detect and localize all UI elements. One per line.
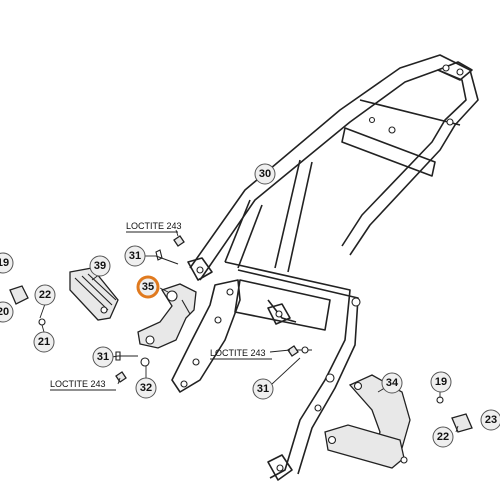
svg-text:20: 20 bbox=[0, 306, 9, 318]
svg-text:23: 23 bbox=[485, 414, 497, 426]
loctite-notes: LOCTITE 243 LOCTITE 243 LOCTITE 243 bbox=[50, 221, 272, 391]
callout-39[interactable]: 39 bbox=[89, 255, 111, 277]
footrest-bracket bbox=[137, 283, 197, 349]
footrest bbox=[69, 267, 119, 321]
callout-23[interactable]: 23 bbox=[480, 409, 500, 431]
callout-35-highlighted[interactable]: 35 bbox=[136, 275, 160, 299]
svg-text:31: 31 bbox=[257, 383, 269, 395]
svg-text:19: 19 bbox=[0, 257, 9, 269]
callout-34[interactable]: 34 bbox=[381, 372, 403, 394]
callout-22-left[interactable]: 22 bbox=[34, 284, 56, 306]
svg-text:21: 21 bbox=[38, 336, 50, 348]
svg-text:32: 32 bbox=[140, 382, 152, 394]
callout-31-top[interactable]: 31 bbox=[124, 245, 146, 267]
callout-30[interactable]: 30 bbox=[254, 163, 276, 185]
callout-31-right[interactable]: 31 bbox=[252, 378, 274, 400]
svg-text:19: 19 bbox=[435, 376, 447, 388]
svg-text:39: 39 bbox=[94, 260, 106, 272]
callouts: 30 31 39 35 22 21 31 32 bbox=[0, 163, 500, 448]
svg-text:31: 31 bbox=[97, 351, 109, 363]
callout-32[interactable]: 32 bbox=[135, 377, 157, 399]
callout-20[interactable]: 20 bbox=[0, 301, 14, 323]
passenger-footrest bbox=[324, 374, 411, 469]
rear-subframe bbox=[171, 54, 479, 481]
svg-text:34: 34 bbox=[386, 377, 399, 389]
callout-31-left[interactable]: 31 bbox=[92, 346, 114, 368]
callout-21[interactable]: 21 bbox=[33, 331, 55, 353]
callout-19-right[interactable]: 19 bbox=[430, 371, 452, 393]
note-loctite-3: LOCTITE 243 bbox=[210, 348, 266, 358]
svg-text:30: 30 bbox=[259, 168, 271, 180]
svg-text:31: 31 bbox=[129, 250, 141, 262]
note-loctite-1: LOCTITE 243 bbox=[126, 221, 182, 231]
note-loctite-2: LOCTITE 243 bbox=[50, 379, 106, 389]
svg-text:22: 22 bbox=[437, 431, 449, 443]
callout-22-right[interactable]: 22 bbox=[432, 426, 454, 448]
svg-text:35: 35 bbox=[142, 281, 154, 293]
callout-19-left[interactable]: 19 bbox=[0, 252, 14, 274]
svg-text:22: 22 bbox=[39, 289, 51, 301]
